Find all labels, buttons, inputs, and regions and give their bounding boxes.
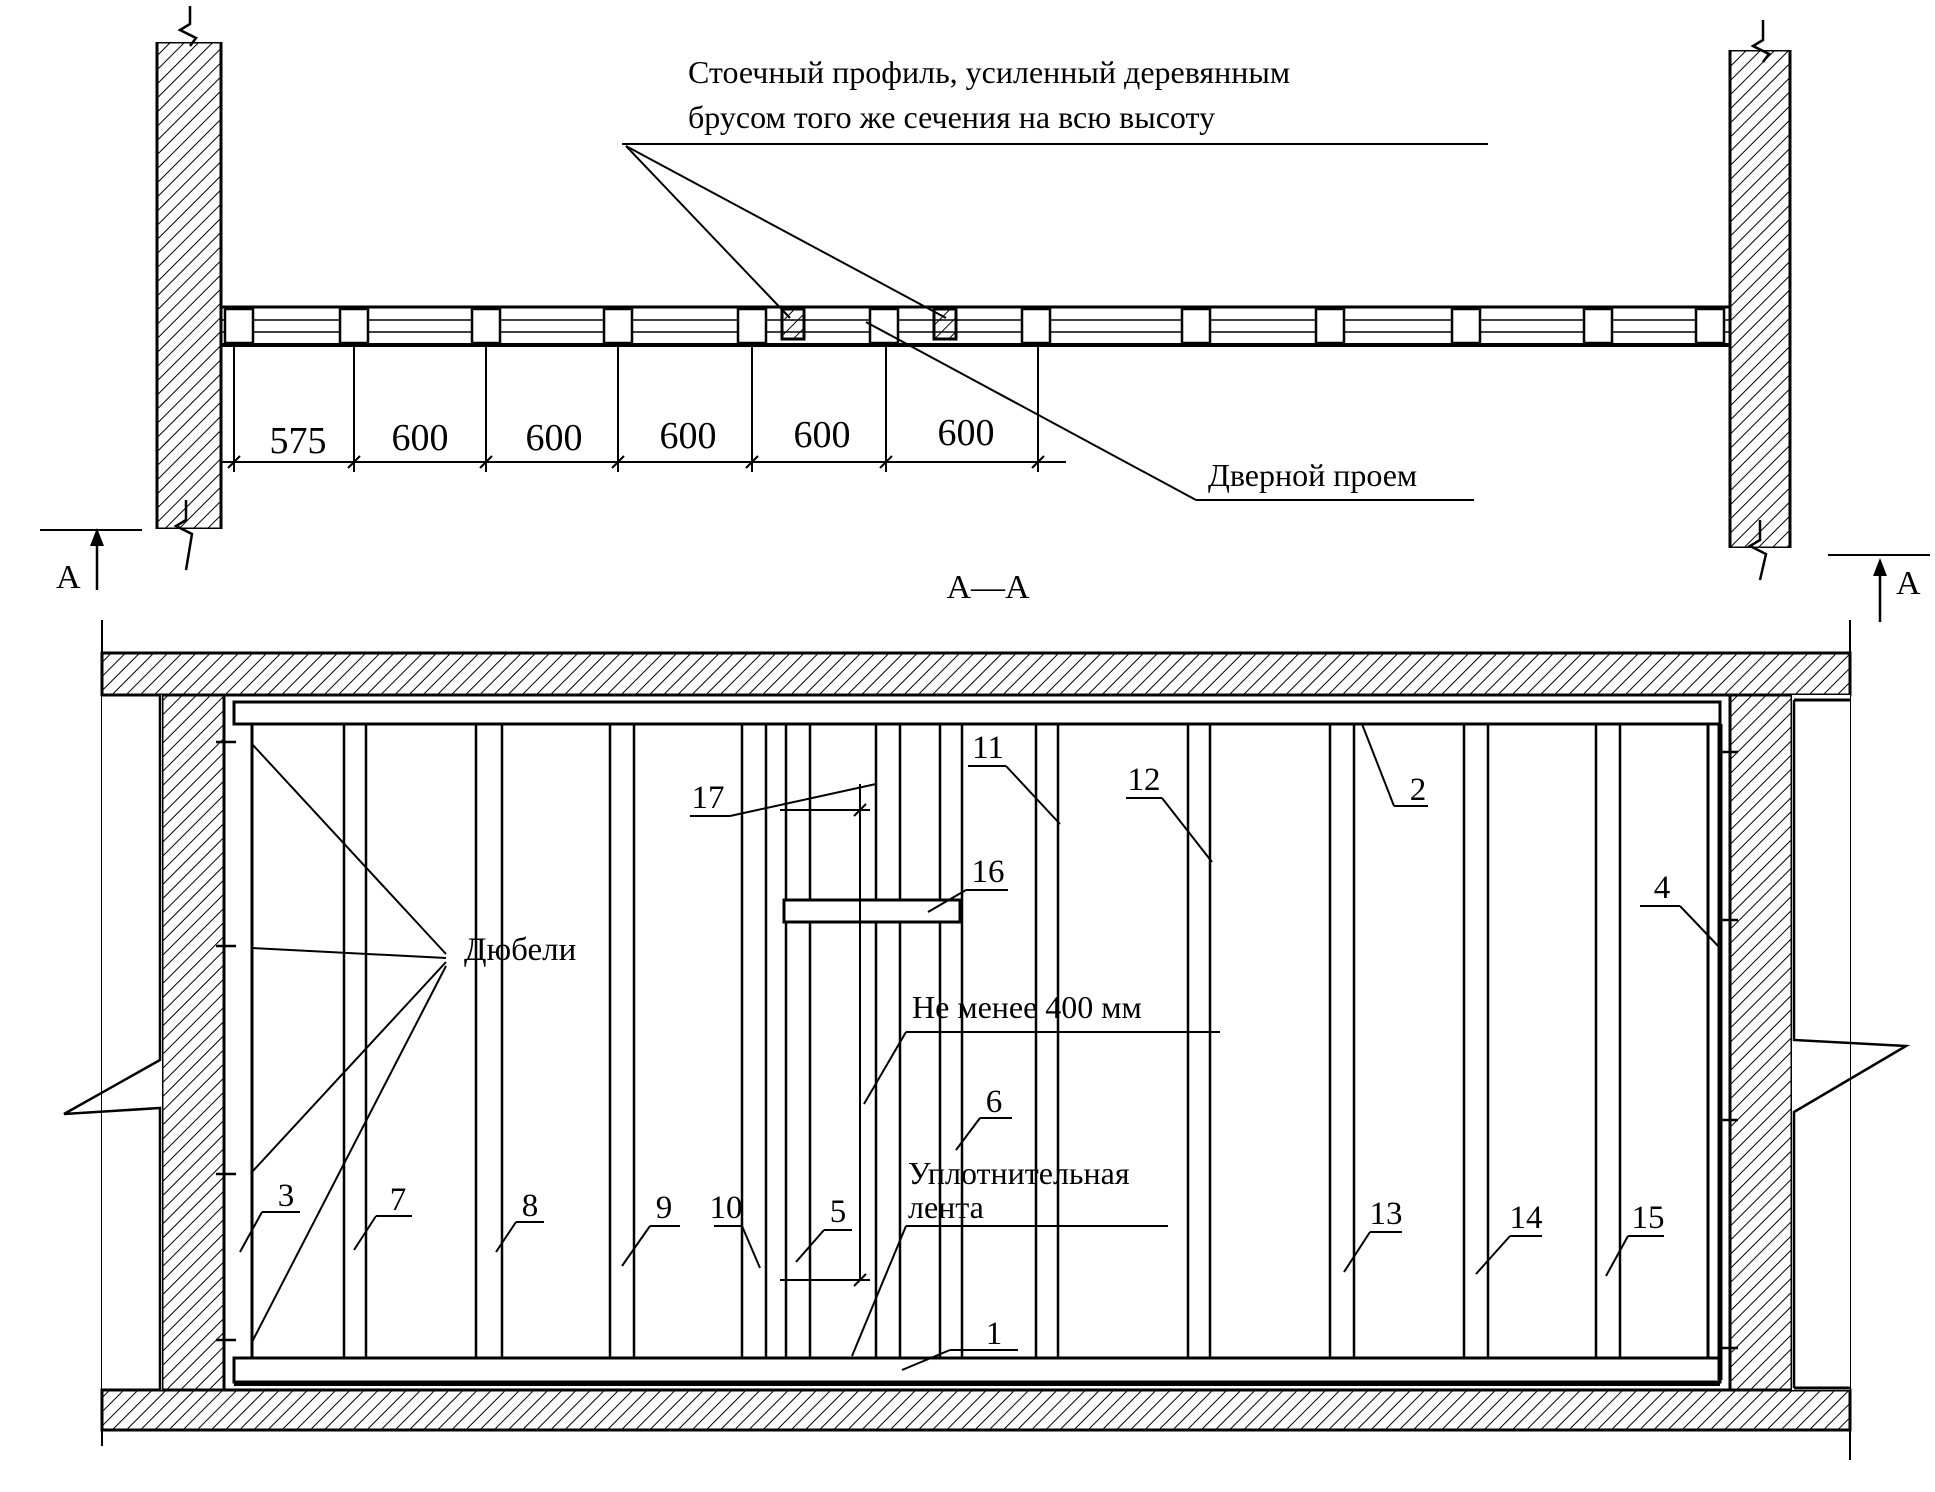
callout-profile-line1: Стоечный профиль, усиленный деревянным bbox=[688, 54, 1290, 90]
part-number-7: 7 bbox=[390, 1182, 407, 1218]
part-number-9: 9 bbox=[656, 1190, 673, 1226]
part-number-12: 12 bbox=[1128, 762, 1161, 798]
section-title: А—А bbox=[946, 569, 1030, 606]
plan-studs bbox=[223, 307, 1726, 345]
label-min-distance: Не менее 400 мм bbox=[912, 989, 1142, 1025]
plan-callout-lines bbox=[622, 143, 1488, 501]
dowel-ticks bbox=[216, 740, 1738, 1350]
part-number-2: 2 bbox=[1410, 772, 1427, 808]
section-studs bbox=[342, 724, 1622, 1358]
label-tape-line2: лента bbox=[908, 1189, 984, 1225]
plan-right-wall bbox=[1728, 18, 1794, 588]
section-edge-studs bbox=[250, 724, 1723, 1380]
section-right-wall bbox=[1728, 693, 1911, 1392]
partition-frame bbox=[222, 693, 1732, 1392]
top-guide-profile bbox=[232, 700, 1722, 726]
label-tape-line1: Уплотнительная bbox=[908, 1155, 1130, 1191]
bottom-guide-profile bbox=[232, 1356, 1722, 1384]
part-number-11: 11 bbox=[972, 730, 1004, 766]
section-marker-right: А bbox=[1828, 554, 1930, 622]
section-view: А—А bbox=[63, 569, 1911, 1460]
dowel-leaders bbox=[251, 743, 447, 1343]
plan-view: 575 600 600 600 600 600 Стоечный профиль… bbox=[40, 6, 1930, 622]
label-dowels: Дюбели bbox=[464, 932, 576, 968]
section-marker-right-letter: А bbox=[1896, 565, 1921, 602]
callout-profile-line2: брусом того же сечения на всю высоту bbox=[688, 99, 1215, 135]
door-header-profile bbox=[782, 898, 962, 924]
part-number-13: 13 bbox=[1370, 1196, 1403, 1232]
dimension-6: 600 bbox=[938, 412, 995, 454]
dimension-4: 600 bbox=[660, 415, 717, 457]
dimension-5: 600 bbox=[794, 414, 851, 456]
part-number-10: 10 bbox=[710, 1190, 743, 1226]
part-number-17: 17 bbox=[692, 780, 725, 816]
part-number-3: 3 bbox=[278, 1178, 295, 1214]
part-number-4: 4 bbox=[1654, 870, 1671, 906]
tape-leader bbox=[851, 1225, 1168, 1357]
part-number-15: 15 bbox=[1632, 1200, 1665, 1236]
plan-dimension-lines bbox=[222, 343, 1066, 472]
section-marker-left-letter: А bbox=[56, 559, 81, 596]
ceiling-slab bbox=[100, 651, 1852, 697]
callout-door-opening: Дверной проем bbox=[1208, 457, 1417, 493]
part-number-6: 6 bbox=[986, 1084, 1003, 1120]
min-distance-dimension bbox=[780, 784, 1220, 1287]
section-marker-left: А bbox=[40, 528, 142, 596]
dimension-2: 600 bbox=[392, 417, 449, 459]
section-left-wall bbox=[63, 693, 226, 1392]
part-number-14: 14 bbox=[1510, 1200, 1543, 1236]
part-number-8: 8 bbox=[522, 1188, 539, 1224]
dimension-3: 600 bbox=[526, 417, 583, 459]
part-number-16: 16 bbox=[972, 854, 1005, 890]
plan-reinforced-studs bbox=[780, 307, 958, 341]
dimension-1: 575 bbox=[270, 420, 327, 462]
part-number-1: 1 bbox=[986, 1316, 1003, 1352]
floor-slab bbox=[100, 1388, 1852, 1432]
plan-left-wall bbox=[155, 6, 225, 571]
part-number-leaders bbox=[239, 723, 1721, 1371]
plan-partition bbox=[219, 305, 1732, 347]
part-number-5: 5 bbox=[830, 1194, 847, 1230]
